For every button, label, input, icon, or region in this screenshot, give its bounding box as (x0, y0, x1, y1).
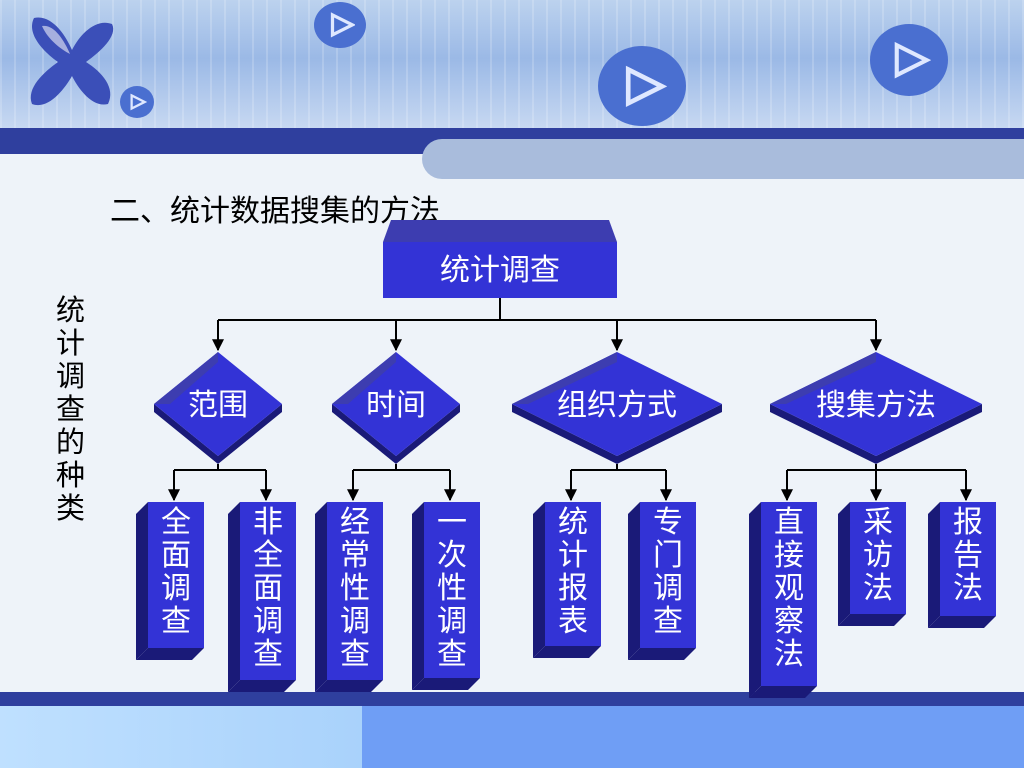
play-circle-icon (870, 24, 948, 96)
root-box (383, 242, 617, 298)
leaf-box (545, 502, 601, 646)
leaf-box-bottom (136, 648, 204, 660)
category-label: 搜集方法 (816, 388, 936, 423)
leaf-label: 一次性调查 (437, 505, 467, 672)
category-diamond-bevel (770, 352, 876, 404)
leaf-box-side (228, 502, 240, 692)
category-label: 时间 (366, 388, 426, 423)
play-circle-icon (120, 86, 154, 118)
leaf-label: 采访法 (863, 505, 893, 606)
leaf-box (148, 502, 204, 648)
leaf-box-bottom (315, 680, 383, 692)
root-box-top (383, 220, 617, 242)
category-label: 组织方式 (557, 388, 677, 423)
play-circle-icon (598, 46, 686, 126)
leaf-box-side (838, 502, 850, 626)
root-label: 统计调查 (440, 253, 560, 288)
side-label: 统计调查的种类 (56, 293, 86, 525)
play-circle-icon (314, 2, 366, 48)
leaf-box-side (749, 502, 761, 698)
leaf-box (327, 502, 383, 680)
leaf-label: 全面调查 (161, 505, 191, 639)
leaf-box-side (412, 502, 424, 690)
leaf-box-bottom (412, 678, 480, 690)
leaf-label: 统计报表 (558, 505, 588, 639)
category-diamond-bevel (154, 352, 218, 404)
leaf-box-bottom (928, 616, 996, 628)
leaf-box-bottom (228, 680, 296, 692)
leaf-box (940, 502, 996, 616)
leaf-label: 专门调查 (653, 505, 683, 639)
header-pill (422, 139, 1024, 179)
leaf-box-bottom (628, 648, 696, 660)
leaf-label: 报告法 (953, 505, 983, 606)
leaf-box-side (928, 502, 940, 628)
leaf-box-side (533, 502, 545, 658)
category-diamond-bevel (512, 352, 617, 404)
leaf-label: 非全面调查 (253, 505, 283, 672)
leaf-box-side (628, 502, 640, 660)
leaf-box-bottom (749, 686, 817, 698)
category-diamond-bevel (332, 352, 396, 404)
leaf-box-bottom (838, 614, 906, 626)
leaf-label: 直接观察法 (774, 505, 804, 672)
category-label: 范围 (188, 388, 248, 423)
connector-lines (168, 298, 972, 502)
leaf-label: 经常性调查 (340, 505, 370, 672)
leaf-box-side (315, 502, 327, 692)
page-title: 二、统计数据搜集的方法 (110, 194, 440, 229)
leaf-box (424, 502, 480, 678)
leaf-box-bottom (533, 646, 601, 658)
leaf-nodes: 全面调查 非全面调查 经常性调查 一次性调查 统计报表 专门调查 直接观察法 采访法 报告法 (136, 502, 996, 698)
leaf-box (240, 502, 296, 680)
category-nodes: 范围 时间 组织方式 搜集方法 (154, 352, 982, 464)
leaf-box (640, 502, 696, 648)
x-logo-icon (30, 17, 114, 106)
leaf-box (761, 502, 817, 686)
banner-texture (0, 0, 1024, 130)
root-node: 统计调查 (383, 220, 617, 298)
footer-left-panel (0, 706, 362, 768)
leaf-box-side (136, 502, 148, 660)
footer-right-panel (362, 706, 1024, 768)
header-banner (0, 0, 1024, 130)
leaf-box (850, 502, 906, 614)
